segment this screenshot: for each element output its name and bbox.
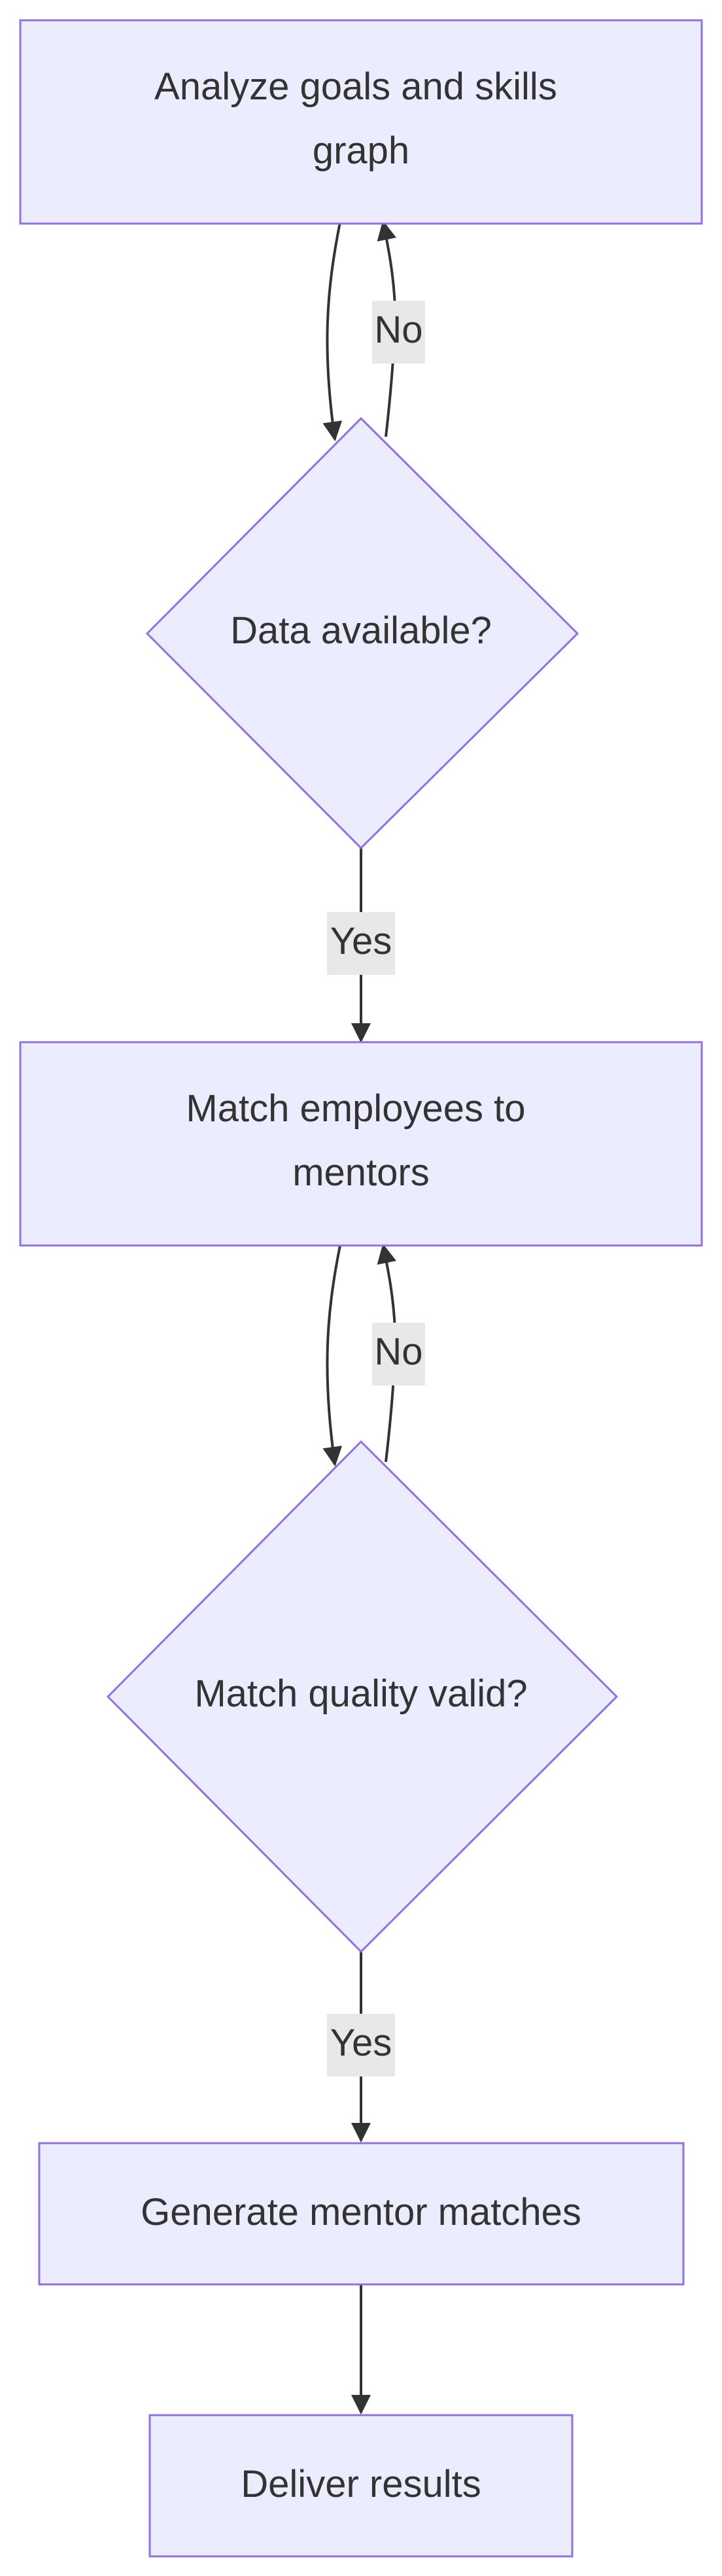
- edge-label-bg-data-no: [372, 301, 425, 364]
- edge-match-to-quality: [322, 1245, 343, 1466]
- decision-data-available: Data available?: [145, 416, 579, 850]
- edge-label-quality-no: No: [374, 1330, 422, 1373]
- decision-match-quality: Match quality valid?: [106, 1440, 619, 1954]
- edge-label-bg-data-yes: [327, 912, 395, 975]
- edge-analyze-to-data-available: [322, 222, 343, 441]
- decision-match-quality-label: Match quality valid?: [194, 1672, 527, 1715]
- edge-label-bg-quality-no: [372, 1323, 425, 1385]
- svg-text:Match employees to mento: Match employees to mentors: [186, 1087, 536, 1194]
- node-analyze-goals: Analyze goals and skills graph: [19, 19, 703, 225]
- node-generate-matches: Generate mentor matches: [38, 2142, 685, 2286]
- node-deliver-results: Deliver results: [148, 2414, 574, 2558]
- svg-text:Analyze goals and skills: Analyze goals and skills graph: [154, 65, 568, 172]
- edge-label-data-no: No: [374, 309, 422, 351]
- edge-label-data-yes: Yes: [330, 920, 392, 962]
- node-match-employees-line2: mentors: [292, 1151, 430, 1194]
- node-generate-matches-label: Generate mentor matches: [141, 2191, 581, 2233]
- edge-label-bg-quality-yes: [327, 2014, 395, 2076]
- node-match-employees: Match employees to mentors: [19, 1041, 703, 1247]
- edge-label-quality-yes: Yes: [330, 2022, 392, 2064]
- node-analyze-goals-line2: graph: [313, 129, 409, 172]
- decision-data-available-label: Data available?: [230, 609, 492, 652]
- node-deliver-results-label: Deliver results: [241, 2463, 481, 2505]
- node-analyze-goals-line1: Analyze goals and skills: [154, 65, 557, 108]
- node-match-employees-line1: Match employees to: [186, 1087, 525, 1130]
